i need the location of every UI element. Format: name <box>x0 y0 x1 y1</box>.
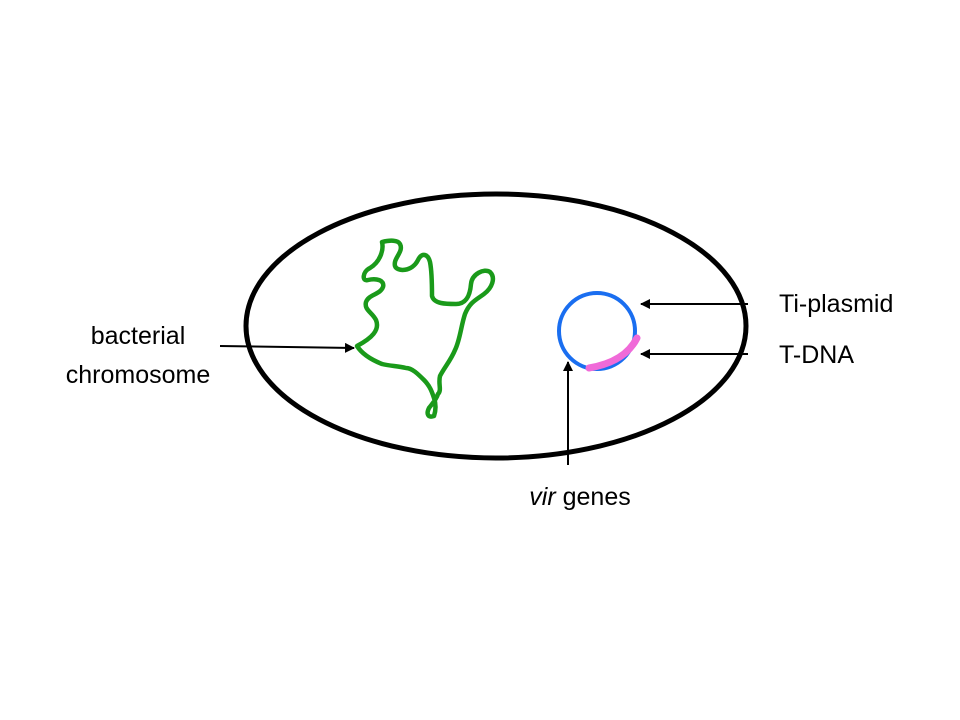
label-vir-italic: vir <box>529 483 557 511</box>
bacterial-chromosome-strand <box>354 238 496 419</box>
label-vir-genes: vir genes <box>529 483 630 511</box>
label-t-dna: T-DNA <box>779 341 854 369</box>
chromosome-pointer-arrow <box>219 342 355 353</box>
label-genes: genes <box>556 483 631 511</box>
bacterial-cell-outline <box>243 191 749 461</box>
label-chromosome: chromosome <box>66 361 211 389</box>
label-ti-plasmid: Ti-plasmid <box>779 290 893 318</box>
label-bacterial: bacterial <box>91 322 186 350</box>
t-dna-segment <box>585 334 641 372</box>
